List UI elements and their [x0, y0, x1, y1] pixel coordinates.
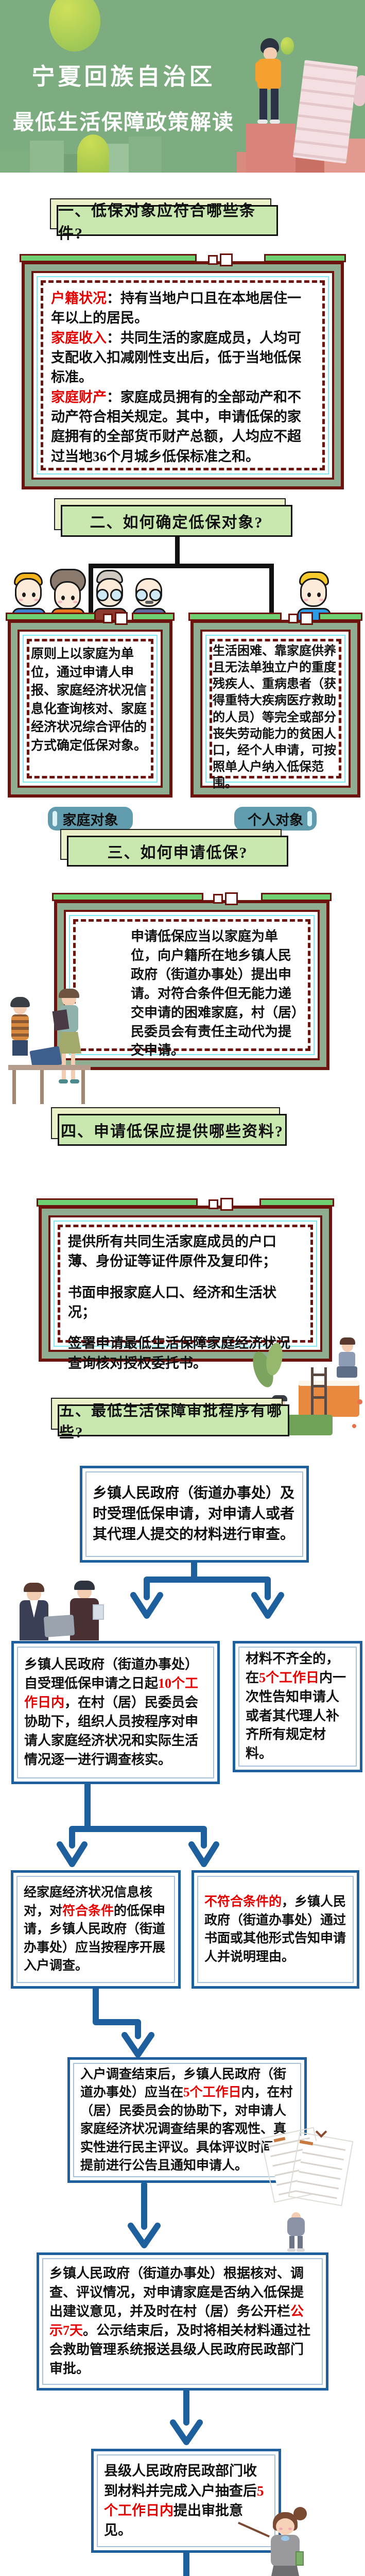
- decor-blob-icon: [49, 0, 100, 52]
- poster-title-line2: 最低生活保障政策解读: [13, 110, 234, 134]
- connector-line: [89, 564, 93, 622]
- material-item-2: 书面申报家庭人口、经济和生活状况；: [68, 1284, 276, 1320]
- service-desk-illustration: [4, 989, 123, 1126]
- section4-panel: 提供所有共同生活家庭成员的户口薄、身份证等证件原件及复印件； 书面申报家庭人口、…: [37, 1198, 334, 1371]
- flow-step-county: 县级人民政府民政部门收到材料并完成入户抽查后5个工作日内提出审批意见。: [91, 2449, 281, 2553]
- section3-text: 申请低保应当以家庭为单位，向户籍所在地乡镇人民政府（街道办事处）提出申请。对符合…: [131, 929, 299, 1058]
- connector-line: [175, 536, 180, 567]
- section3-title: 三、如何申请低保?: [60, 829, 288, 867]
- household-status-item: 户籍状况：持有当地户口且在本地居住一年以上的居民。: [51, 291, 301, 326]
- material-item-3: 签署申请最低生活保障家庭经济状况查询核对授权委托书。: [68, 1335, 290, 1371]
- officials-illustration: [15, 1581, 118, 1642]
- policy-scroll-icon: [286, 52, 365, 172]
- family-object-panel: 原则上以家庭为单位，通过申请人申报、家庭经济状况信息化查询核对、家庭经济状况综合…: [6, 613, 175, 798]
- cube-block: [0, 150, 30, 173]
- family-avatar-woman: [48, 569, 88, 621]
- material-item-1: 提供所有共同生活家庭成员的户口薄、身份证等证件原件及复印件；: [68, 1234, 276, 1269]
- section3-panel: 申请低保应当以家庭为单位，向户籍所在地乡镇人民政府（街道办事处）提出申请。对符合…: [52, 893, 332, 1070]
- flow-branch-investigate: 乡镇人民政府（街道办事处）自受理低保申请之日起10个工作日内，在村（居）民委员会…: [11, 1641, 220, 1784]
- flow-branch-eligible: 经家庭经济状况信息核对，对符合条件的低保申请，乡镇人民政府（街道办事处）应当按程…: [11, 1870, 181, 1989]
- decor-blob-icon: [77, 134, 109, 173]
- section1-title: 一、低保对象应符合哪些条件?: [50, 198, 278, 242]
- flow-step-publicity: 乡镇人民政府（街道办事处）根据核对、调查、评议情况，对申请家庭是否纳入低保提出建…: [37, 2252, 328, 2391]
- section2-title: 二、如何确定低保对象?: [54, 498, 292, 537]
- individual-object-label: 个人对象: [234, 807, 317, 831]
- individual-object-panel: 生活困难、靠家庭供养且无法单独立户的重度残疾人、重病患者（获得重特大疾病医疗救助…: [188, 613, 362, 798]
- cube-block: [30, 141, 64, 173]
- documents-illustration: [260, 2123, 354, 2207]
- section5-title: 五、最低生活保障审批程序有哪些?: [51, 1398, 289, 1441]
- flow-branch-incomplete: 材料不齐全的，在5个工作日内一次性告知申请人或者其代理人补齐所有规定材料。: [233, 1641, 362, 1772]
- flow-step-review: 入户调查结束后，乡镇人民政府（街道办事处）应当在5个工作日内，在村（居）民委员会…: [67, 2057, 307, 2183]
- connector-line: [269, 564, 274, 622]
- family-income-item: 家庭收入：共同生活的家庭成员，人均可支配收入扣减刚性支出后，低于当地低保标准。: [51, 330, 301, 385]
- individual-object-text: 生活困难、靠家庭供养且无法单独立户的重度残疾人、重病患者（获得重特大疾病医疗救助…: [213, 645, 336, 791]
- flow-branch-ineligible: 不符合条件的，乡镇人民政府（街道办事处）通过书面或其他形式告知申请人并说明理由。: [192, 1870, 359, 1989]
- hoodie-person-illustration: [281, 2211, 312, 2256]
- section1-panel: 户籍状况：持有当地户口且在本地居住一年以上的居民。 家庭收入：共同生活的家庭成员…: [20, 254, 346, 489]
- family-object-label: 家庭对象: [48, 807, 133, 831]
- cube-block: [129, 137, 162, 173]
- decor-blob-icon: [281, 37, 294, 55]
- family-property-item: 家庭财产：家庭成员拥有的全部动产和不动产符合相关规定。其中，申请低保的家庭拥有的…: [51, 389, 301, 464]
- header-banner: 宁夏回族自治区 最低生活保障政策解读: [0, 0, 365, 173]
- poster-title-line1: 宁夏回族自治区: [31, 64, 216, 90]
- flowchart-connectors: [57, 1558, 284, 2576]
- flow-step-accept: 乡镇人民政府（街道办事处）及时受理低保申请，对申请人或者其代理人提交的材料进行审…: [80, 1466, 309, 1563]
- section4-title: 四、申请低保应提供哪些资料?: [51, 1107, 287, 1146]
- teacher-illustration: [238, 2507, 323, 2576]
- connector-line: [89, 564, 274, 568]
- poster-title: 宁夏回族自治区 最低生活保障政策解读: [8, 58, 239, 135]
- family-object-text: 原则上以家庭为单位，通过申请人申报、家庭经济状况信息化查询核对、家庭经济状况综合…: [31, 647, 147, 753]
